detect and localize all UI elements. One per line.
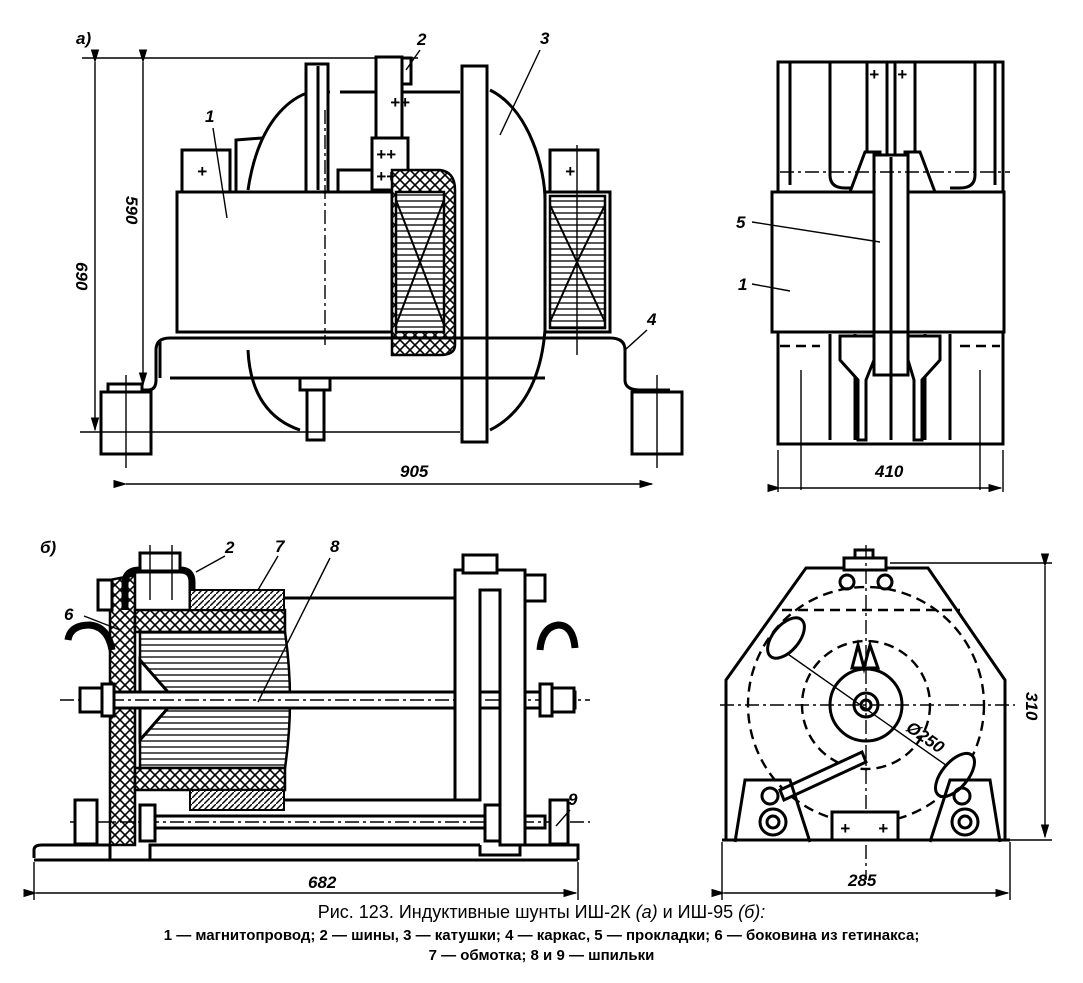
view-b-label: б): [40, 538, 57, 557]
figure-caption-title: Рис. 123. Индуктивные шунты ИШ-2К (а) и …: [0, 902, 1083, 923]
view-a-side: + + 410 5 1: [736, 60, 1010, 493]
view-a-label: а): [76, 29, 91, 48]
dim-width-285: 285: [847, 871, 877, 890]
callout-4: 4: [646, 310, 657, 329]
callout-9: 9: [568, 790, 578, 809]
svg-text:+: +: [565, 162, 575, 181]
view-a-front: а) 690 590 ++ ++ ++ +: [72, 29, 684, 489]
callout-1-side: 1: [738, 275, 747, 294]
callout-5: 5: [736, 213, 746, 232]
technical-drawing: а) 690 590 ++ ++ ++ +: [23, 29, 1052, 900]
dim-length-682: 682: [308, 873, 337, 892]
figure-legend-line-1: 1 — магнитопровод; 2 — шины, 3 — катушки…: [163, 927, 920, 944]
svg-text:+: +: [878, 819, 888, 838]
svg-text:+: +: [840, 819, 850, 838]
figure-title-a: (а): [635, 902, 658, 922]
view-b-end: Ø250 + + 310 285: [711, 545, 1052, 900]
callout-2: 2: [416, 30, 427, 49]
figure-number: Рис. 123.: [317, 902, 394, 922]
base-plate: [32, 843, 580, 860]
magnetic-core-1: [175, 190, 394, 334]
callout-7: 7: [275, 537, 286, 556]
dim-height-310: 310: [1022, 692, 1041, 721]
figure-title: Индуктивные шунты ИШ-2К: [398, 902, 631, 922]
frame-4: [125, 336, 670, 392]
callout-6: 6: [64, 605, 74, 624]
figure-title-mid: и ИШ-95: [662, 902, 734, 922]
svg-text:+: +: [897, 65, 907, 84]
callout-3: 3: [540, 29, 550, 48]
dim-overall-height: 690: [72, 262, 91, 291]
view-b-section: б): [23, 537, 590, 900]
svg-text:+: +: [869, 65, 879, 84]
callout-2-b: 2: [224, 538, 235, 557]
dim-frame-height: 590: [122, 196, 141, 225]
callout-1: 1: [205, 107, 214, 126]
figure-legend-line-2: 7 — обмотка; 8 и 9 — шпильки: [428, 947, 655, 964]
figure-title-b: (б):: [738, 902, 766, 922]
svg-text:++: ++: [376, 145, 396, 164]
callout-8: 8: [330, 537, 340, 556]
svg-text:+: +: [197, 162, 207, 181]
dim-width-410: 410: [874, 462, 904, 481]
svg-text:++: ++: [390, 93, 410, 112]
dim-length-905: 905: [400, 462, 429, 481]
